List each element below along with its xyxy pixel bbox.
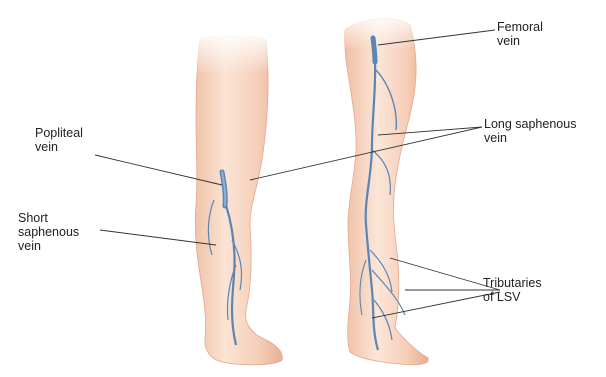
leader-lines [95,30,500,318]
femoral-vein-label: Femoral vein [497,20,543,48]
left-leg-posterior [190,30,282,365]
left-leg-silhouette [195,36,282,365]
long-saphenous-vein-label: Long saphenous vein [484,117,576,145]
femoral-vein-right [373,38,375,62]
short-saphenous-vein-label: Short saphenous vein [18,211,79,253]
right-leg-silhouette [345,19,429,365]
tributaries-of-lsv-label: Tributaries of LSV [483,276,542,304]
right-leg-medial [330,10,430,365]
popliteal-vein-label: Popliteal vein [35,126,83,154]
